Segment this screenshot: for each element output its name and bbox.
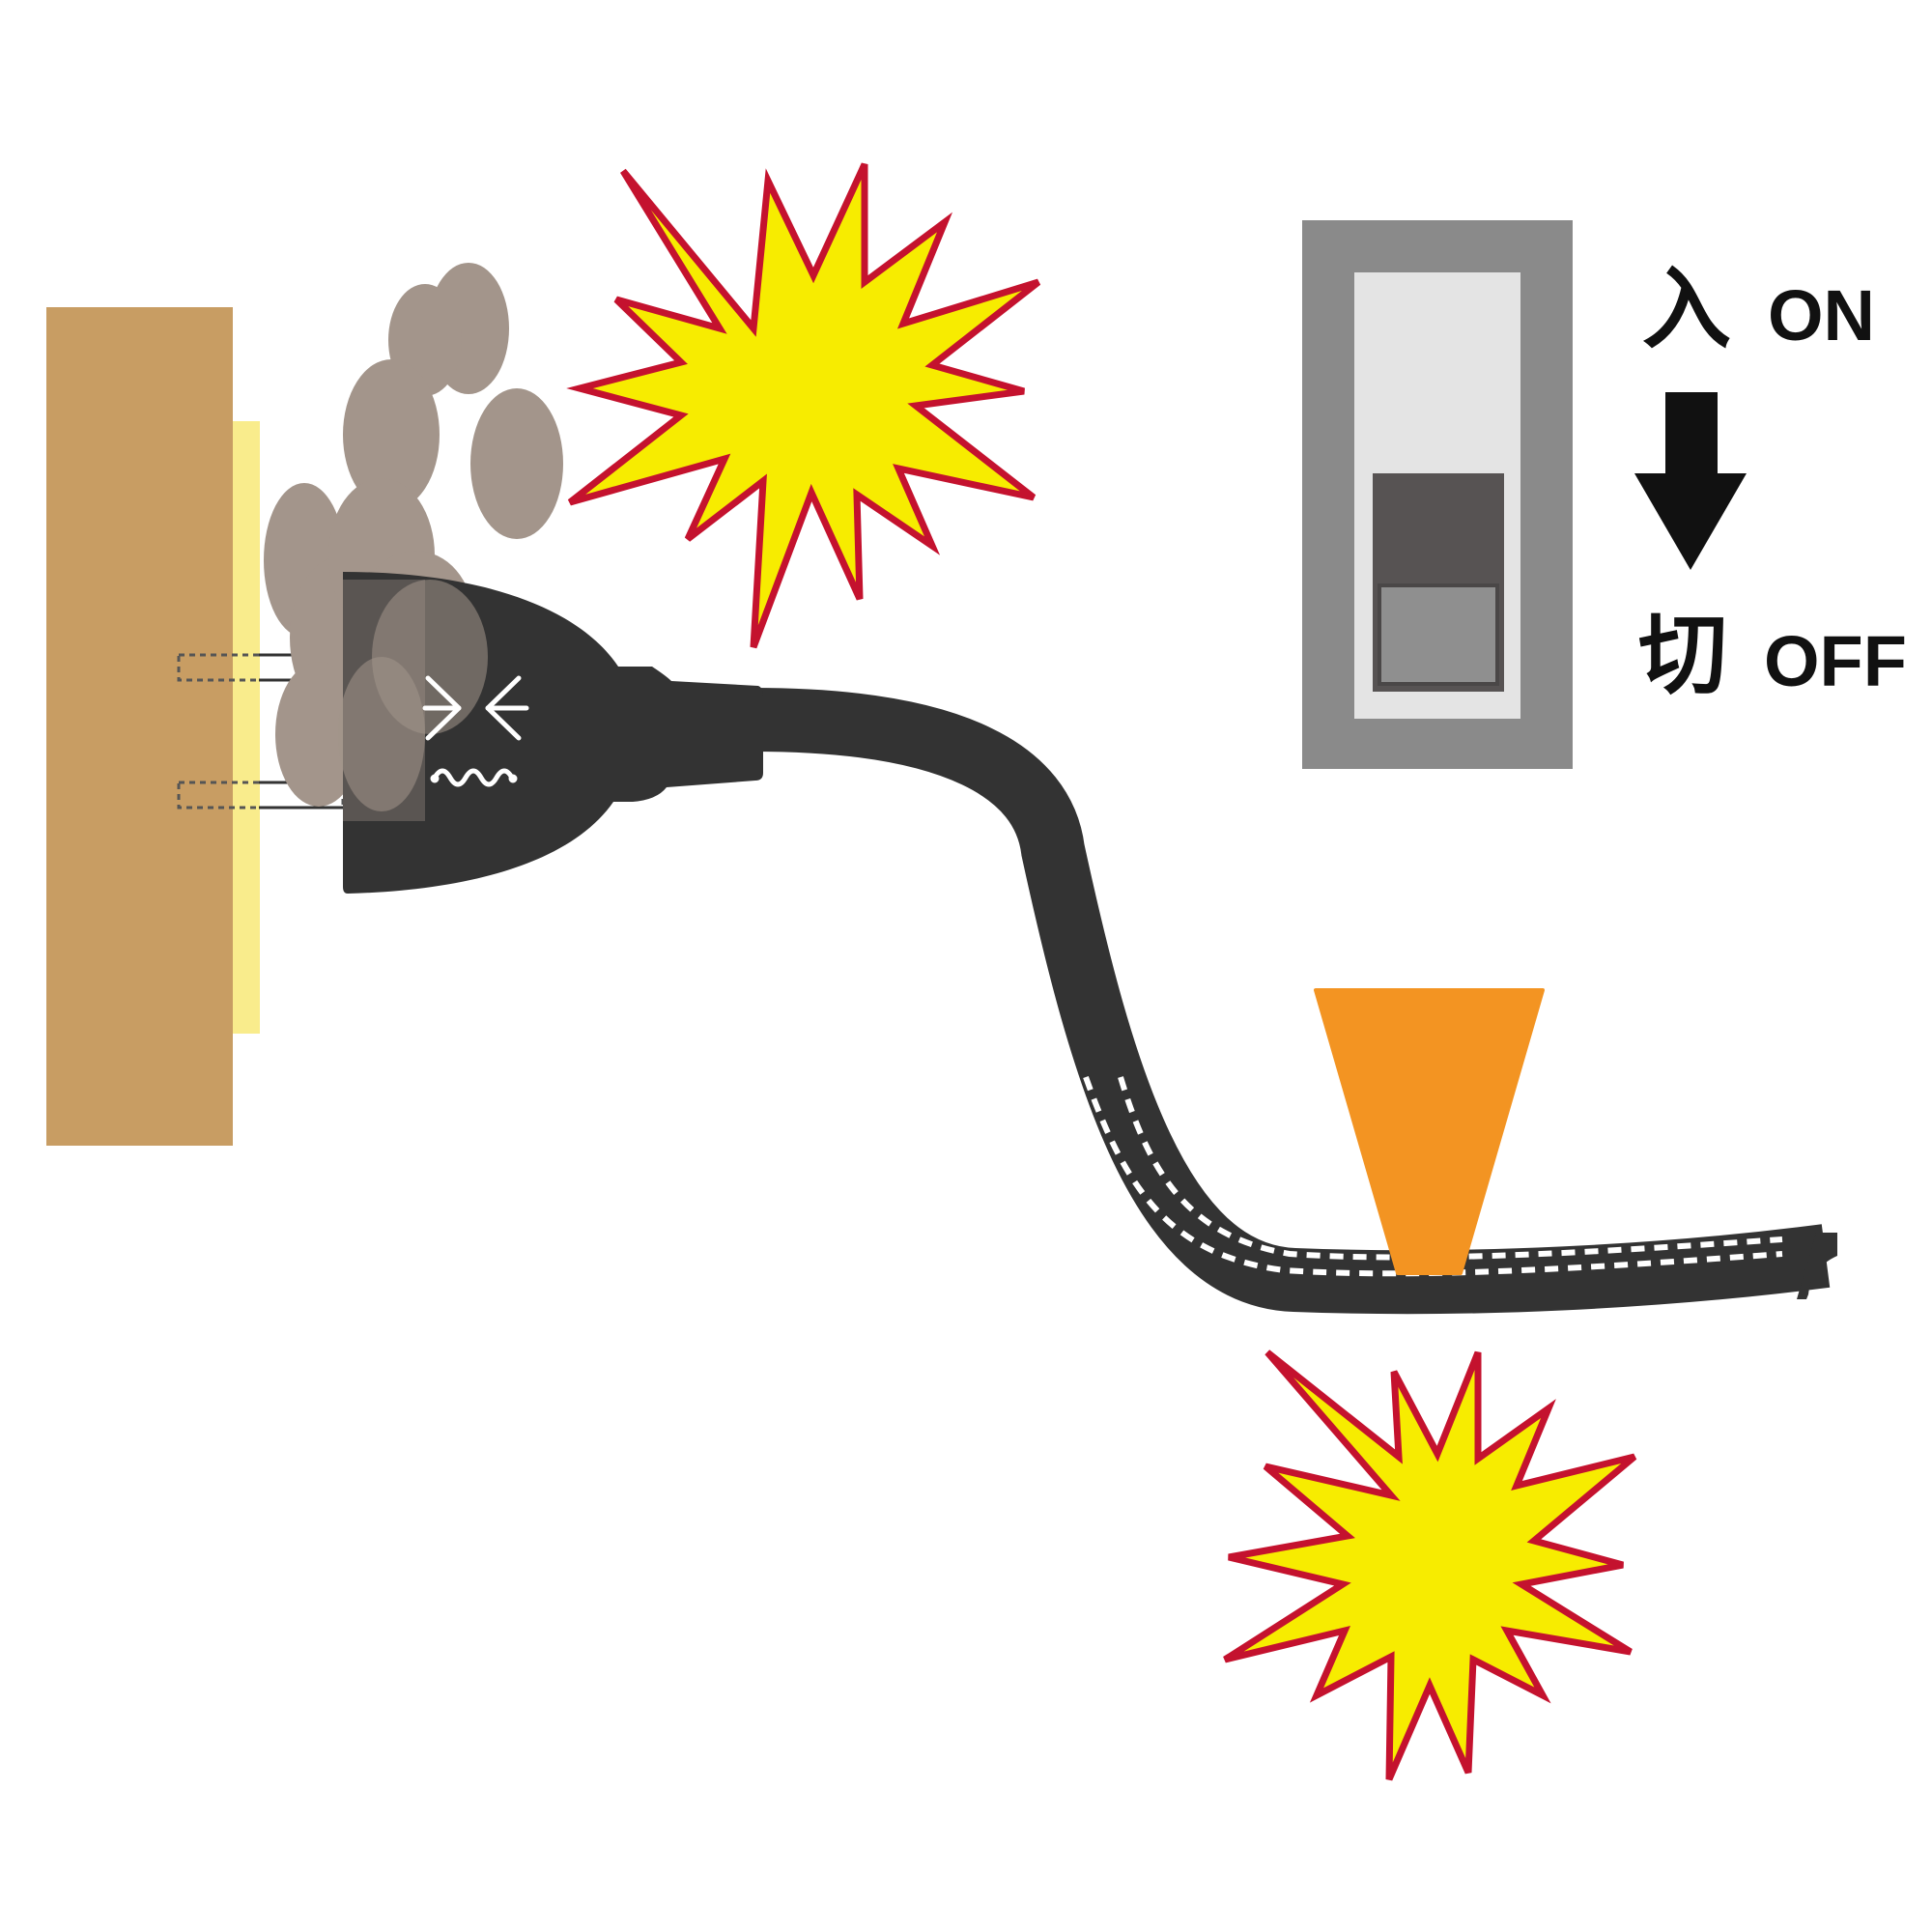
on-label: ON xyxy=(1768,275,1875,355)
off-kanji-label: 切 xyxy=(1638,604,1727,707)
outlet-glow xyxy=(233,421,260,1034)
down-arrow-icon xyxy=(1634,392,1747,570)
cutting-blade-icon xyxy=(1314,988,1545,1275)
wall-panel xyxy=(46,307,233,1146)
exposed-wire xyxy=(1083,1075,1783,1277)
spark-burst-icon xyxy=(566,162,1041,649)
spark-burst-lower-icon xyxy=(1223,1350,1637,1781)
cord-end xyxy=(1797,1233,1837,1299)
on-kanji-label: 入 xyxy=(1642,258,1731,361)
power-cord-stroke xyxy=(753,688,1831,1315)
plug-face-icon xyxy=(422,675,529,787)
switch-toggle-face xyxy=(1378,583,1499,686)
off-label: OFF xyxy=(1764,621,1907,701)
breaker-switch-icon xyxy=(1302,220,1573,769)
power-plug-icon xyxy=(338,572,763,894)
